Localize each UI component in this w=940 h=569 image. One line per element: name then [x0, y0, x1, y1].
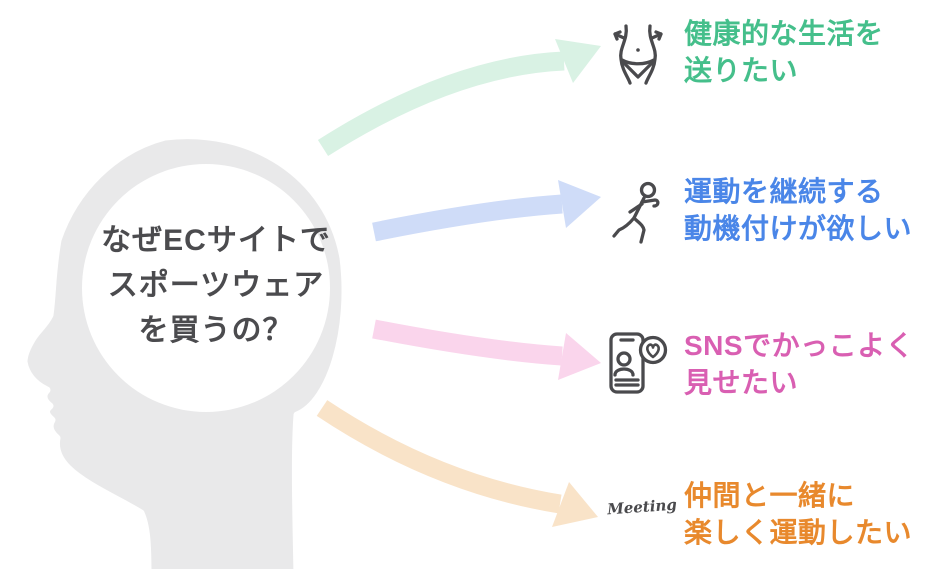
brain-question-text: なぜECサイトで スポーツウェア を買うの？ [76, 218, 356, 353]
brain-circle [82, 164, 330, 412]
reason-sns-text: SNSでかっこよく 見せたい [684, 327, 914, 401]
arrow-sns [367, 313, 607, 385]
smartphone-heart-icon [609, 332, 668, 394]
reason-healthy-life-text: 健康的な生活を 送りたい [684, 15, 884, 89]
arrow-motivation [367, 175, 607, 248]
brain-question-line: スポーツウェア [107, 269, 325, 302]
reason-line: 楽しく運動したい [684, 517, 913, 548]
head-silhouette [20, 132, 349, 569]
reason-line: 送りたい [684, 55, 799, 86]
arrow-healthy-life [312, 36, 607, 163]
reason-motivation-text: 運動を継続する 動機付けが欲しい [684, 173, 912, 247]
reason-line: 見せたい [684, 367, 799, 398]
reason-line: 健康的な生活を [684, 18, 884, 49]
reason-with-friends-text: 仲間と一緒に 楽しく運動したい [684, 477, 912, 551]
brain-question-line: を買うの？ [138, 314, 294, 347]
reason-line: SNSでかっこよく [684, 330, 915, 361]
waist-slim-icon [613, 24, 663, 85]
reason-line: 動機付けが欲しい [684, 213, 913, 244]
reason-line: 仲間と一緒に [684, 480, 856, 511]
arrow-with-friends [310, 393, 604, 529]
reason-line: 運動を継続する [684, 176, 884, 207]
brain-question-line: なぜECサイトで [101, 224, 331, 257]
runner-icon [612, 181, 660, 244]
